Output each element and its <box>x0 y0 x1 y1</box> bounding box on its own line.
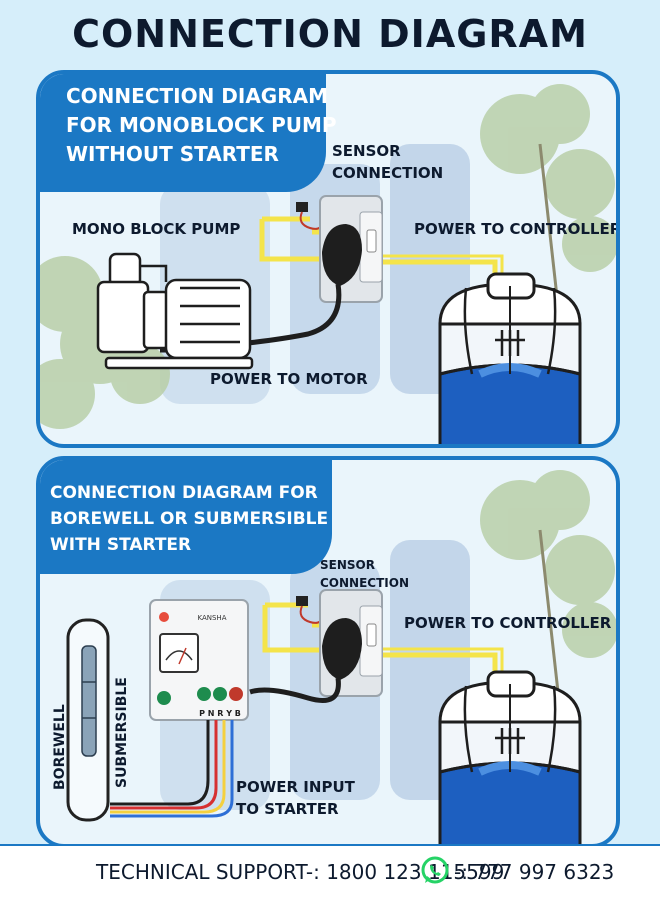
submersible-label: SUBMERSIBLE <box>114 677 130 788</box>
starter-terminals: P N R Y B <box>199 709 241 718</box>
whatsapp-number-text: -: 777 997 6323 <box>454 860 615 884</box>
footer: TECHNICAL SUPPORT-: 1800 123 115599 -: 7… <box>0 846 660 900</box>
sensor-label-line-2: CONNECTION <box>332 164 444 182</box>
borewell-heading-line-3: WITH STARTER <box>50 535 192 555</box>
monoblock-heading-line-3: WITHOUT STARTER <box>66 142 279 166</box>
power-input-to-starter-label: POWER INPUT TO STARTER <box>236 776 355 820</box>
whatsapp-icon <box>421 856 449 884</box>
monoblock-illustration <box>40 84 616 444</box>
borewell-heading-line-1: CONNECTION DIAGRAM FOR <box>50 483 318 503</box>
borewell-label: BOREWELL <box>52 704 68 790</box>
sensor-connection-label-2: SENSOR CONNECTION <box>320 556 409 592</box>
monoblock-heading-line-2: FOR MONOBLOCK PUMP <box>66 113 337 137</box>
power-to-controller-label: POWER TO CONTROLLER <box>414 220 620 238</box>
sensor-label-2-line-2: CONNECTION <box>320 576 409 590</box>
power-to-motor-label: POWER TO MOTOR <box>210 370 368 388</box>
borewell-heading-line-2: BOREWELL OR SUBMERSIBLE <box>50 509 329 529</box>
monoblock-heading-ribbon: CONNECTION DIAGRAM FOR MONOBLOCK PUMP WI… <box>40 74 337 192</box>
monoblock-panel: CONNECTION DIAGRAM FOR MONOBLOCK PUMP WI… <box>36 70 620 448</box>
technical-support-text: TECHNICAL SUPPORT-: 1800 123 115599 <box>96 860 505 884</box>
starter-label-line-1: POWER INPUT <box>236 778 355 796</box>
starter-brand: KANSHA <box>198 614 227 622</box>
borewell-illustration: KANSHA P N R Y B BOREWELL SUBMERSIBLE <box>52 470 616 844</box>
starter-label-line-2: TO STARTER <box>236 800 339 818</box>
monoblock-heading-line-1: CONNECTION DIAGRAM <box>66 84 329 108</box>
sensor-connection-label: SENSOR CONNECTION <box>332 140 443 184</box>
sensor-label-line-1: SENSOR <box>332 142 401 160</box>
mono-block-pump-label: MONO BLOCK PUMP <box>72 220 241 238</box>
sensor-label-2-line-1: SENSOR <box>320 558 375 572</box>
borewell-heading-ribbon: CONNECTION DIAGRAM FOR BOREWELL OR SUBME… <box>40 460 332 574</box>
borewell-panel: KANSHA P N R Y B BOREWELL SUBMERSIBLE CO… <box>36 456 620 848</box>
power-to-controller-label-2: POWER TO CONTROLLER <box>404 614 612 632</box>
page-title: CONNECTION DIAGRAM <box>72 12 588 56</box>
